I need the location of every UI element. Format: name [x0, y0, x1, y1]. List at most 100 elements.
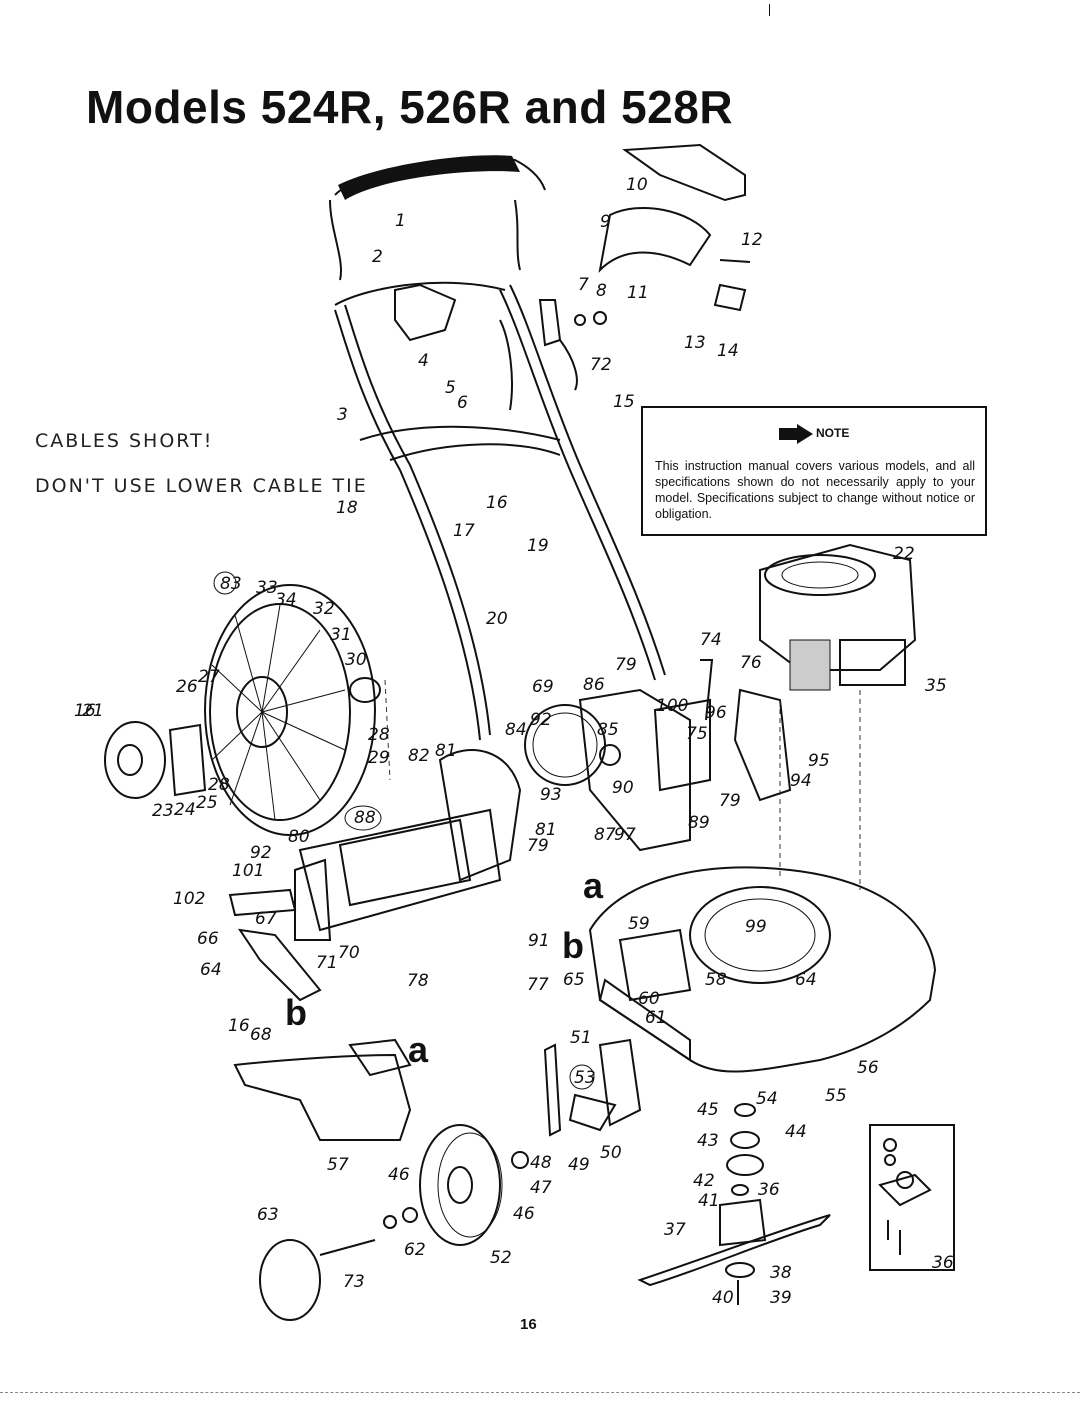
section-label-b-upper: b [562, 925, 584, 966]
chute-bracket [543, 1038, 642, 1137]
callout-44: 44 [785, 1122, 807, 1142]
callout-96: 96 [705, 703, 727, 723]
note-arrow-icon [778, 428, 801, 440]
section-label-b-lower: b [285, 992, 307, 1033]
callout-102: 102 [173, 889, 205, 909]
callout-27: 27 [198, 667, 220, 687]
callout-26: 26 [176, 677, 198, 697]
callout-30: 30 [345, 650, 367, 670]
callout-100: 100 [656, 696, 688, 716]
circled-53-marker [569, 1064, 595, 1090]
callout-38: 38 [770, 1263, 792, 1283]
callout-74: 74 [700, 630, 722, 650]
callout-79-center: 79 [527, 836, 549, 856]
callout-37: 37 [664, 1220, 686, 1240]
drive-gear-case [438, 659, 792, 882]
callout-46-left: 46 [388, 1165, 410, 1185]
note-text: This instruction manual covers various m… [655, 459, 975, 521]
callout-2: 2 [372, 247, 383, 267]
callout-64-left: 64 [200, 960, 222, 980]
callout-53: 53 [574, 1068, 596, 1088]
callout-7: 7 [578, 275, 589, 295]
note-heading: NOTE [643, 424, 985, 444]
callout-54: 54 [756, 1089, 778, 1109]
callout-86: 86 [583, 675, 605, 695]
callout-12: 12 [741, 230, 763, 250]
callout-4: 4 [418, 351, 429, 371]
callout-82: 82 [408, 746, 430, 766]
callout-45: 45 [697, 1100, 719, 1120]
callout-57: 57 [327, 1155, 349, 1175]
handwritten-note-cable-tie: DON'T USE LOWER CABLE TIE [35, 475, 368, 497]
callout-33: 33 [256, 578, 278, 598]
callout-10: 10 [626, 175, 648, 195]
callout-40: 40 [712, 1288, 734, 1308]
callout-14: 14 [717, 341, 739, 361]
callout-66: 66 [197, 929, 219, 949]
note-box: NOTE This instruction manual covers vari… [641, 406, 987, 536]
callout-64-right: 64 [795, 970, 817, 990]
callout-36: 36 [758, 1180, 780, 1200]
callout-101: 101 [232, 861, 264, 881]
callout-9: 9 [600, 212, 611, 232]
callout-17: 17 [453, 521, 475, 541]
callout-49: 49 [568, 1155, 590, 1175]
callout-61: 61 [645, 1008, 667, 1028]
callout-83: 83 [220, 574, 242, 594]
callout-18: 18 [336, 498, 358, 518]
callout-63: 63 [257, 1205, 279, 1225]
callout-58: 58 [705, 970, 727, 990]
height-adjuster [228, 808, 502, 1002]
callout-20: 20 [486, 609, 508, 629]
note-heading-text: NOTE [816, 426, 850, 441]
mower-deck [588, 866, 937, 1073]
callout-90: 90 [612, 778, 634, 798]
callout-13: 13 [684, 333, 706, 353]
callout-68: 68 [250, 1025, 272, 1045]
callout-85: 85 [597, 720, 619, 740]
callout-39: 39 [770, 1288, 792, 1308]
callout-22: 22 [893, 544, 915, 564]
engine [759, 543, 917, 890]
callout-16-lower: 16 [228, 1016, 250, 1036]
callout-41: 41 [698, 1191, 720, 1211]
callout-88: 88 [354, 808, 376, 828]
callout-79-top: 79 [615, 655, 637, 675]
callout-91: 91 [528, 931, 550, 951]
top-edge-tick [769, 4, 770, 16]
callout-84: 84 [505, 720, 527, 740]
callout-79-right: 79 [719, 791, 741, 811]
callout-81-lower: 81 [535, 820, 557, 840]
page-title: Models 524R, 526R and 528R [86, 81, 734, 133]
callout-72: 72 [590, 355, 612, 375]
callout-92-upper: 92 [530, 710, 552, 730]
callout-87: 87 [594, 825, 616, 845]
callout-95: 95 [808, 751, 830, 771]
callout-5: 5 [445, 378, 456, 398]
callout-97: 97 [614, 825, 636, 845]
section-label-a-lower: a [408, 1029, 429, 1070]
callout-62: 62 [404, 1240, 426, 1260]
callout-71: 71 [316, 953, 338, 973]
callout-73: 73 [343, 1272, 365, 1292]
callout-11: 11 [627, 283, 649, 303]
callout-23: 23 [152, 801, 174, 821]
circled-83-marker [213, 571, 237, 595]
callout-6: 6 [457, 393, 468, 413]
callout-80: 80 [288, 827, 310, 847]
callout-19: 19 [527, 536, 549, 556]
upper-handle [329, 155, 666, 741]
callout-25: 25 [196, 793, 218, 813]
section-label-a-upper: a [583, 865, 604, 906]
callout-75: 75 [686, 724, 708, 744]
callout-43: 43 [697, 1131, 719, 1151]
callout-31: 31 [330, 625, 352, 645]
callout-28-lower: 28 [208, 775, 230, 795]
callout-48: 48 [530, 1153, 552, 1173]
callout-89: 89 [688, 813, 710, 833]
callout-16-wheel: 16 [74, 701, 96, 721]
callout-21: 21 [82, 701, 104, 721]
callout-67: 67 [255, 909, 277, 929]
callout-52: 52 [490, 1248, 512, 1268]
